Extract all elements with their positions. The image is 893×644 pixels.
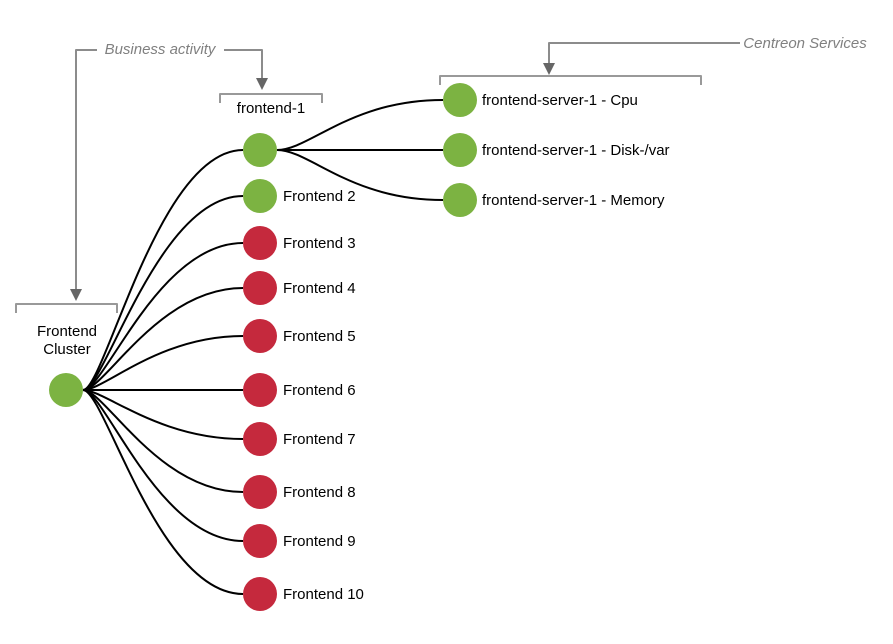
edge-root-frontend-8 bbox=[82, 389, 244, 493]
node-frontend-2[interactable]: Frontend 2 bbox=[243, 179, 356, 213]
status-dot[interactable] bbox=[443, 183, 477, 217]
root-label-line2: Cluster bbox=[43, 341, 91, 358]
node-label: Frontend 4 bbox=[283, 280, 356, 297]
node-label: Frontend 7 bbox=[283, 431, 356, 448]
edge-root-frontend-9 bbox=[82, 389, 244, 542]
status-dot[interactable] bbox=[443, 133, 477, 167]
arrow-down-icon bbox=[70, 289, 82, 301]
status-dot[interactable] bbox=[243, 319, 277, 353]
status-dot[interactable] bbox=[243, 179, 277, 213]
node-frontend-7[interactable]: Frontend 7 bbox=[243, 422, 356, 456]
centreon-services-label: Centreon Services bbox=[743, 35, 867, 52]
edge-root-frontend-10 bbox=[82, 389, 244, 595]
bracket-frontend-cluster bbox=[15, 303, 118, 313]
node-service-disk[interactable]: frontend-server-1 - Disk-/var bbox=[443, 133, 670, 167]
status-dot[interactable] bbox=[243, 475, 277, 509]
status-dot-root[interactable] bbox=[49, 373, 83, 407]
arrow-down-icon bbox=[256, 78, 268, 90]
bracket-frontend-1 bbox=[219, 93, 323, 103]
callout-line bbox=[548, 42, 740, 64]
node-label: frontend-server-1 - Memory bbox=[482, 192, 665, 209]
bracket-centreon-services bbox=[439, 75, 702, 85]
edge-root-frontend-4 bbox=[82, 287, 244, 391]
node-label: Frontend 6 bbox=[283, 382, 356, 399]
node-frontend-9[interactable]: Frontend 9 bbox=[243, 524, 356, 558]
brackets bbox=[15, 75, 702, 313]
edge-root-frontend-1 bbox=[82, 149, 244, 391]
callout-line-left bbox=[75, 49, 97, 290]
edge-root-frontend-7 bbox=[82, 389, 244, 440]
node-service-cpu[interactable]: frontend-server-1 - Cpu bbox=[443, 83, 638, 117]
node-label: Frontend 5 bbox=[283, 328, 356, 345]
node-frontend-6[interactable]: Frontend 6 bbox=[243, 373, 356, 407]
node-label: Frontend 2 bbox=[283, 188, 356, 205]
status-dot[interactable] bbox=[243, 226, 277, 260]
node-frontend-1[interactable]: frontend-1 bbox=[237, 100, 305, 167]
edge-root-frontend-5 bbox=[82, 335, 244, 391]
node-frontend-5[interactable]: Frontend 5 bbox=[243, 319, 356, 353]
status-dot[interactable] bbox=[243, 271, 277, 305]
edge-frontend1-cpu bbox=[276, 99, 444, 151]
node-label: Frontend 3 bbox=[283, 235, 356, 252]
callout-business-activity: Business activity bbox=[70, 41, 268, 301]
edge-root-frontend-2 bbox=[82, 195, 244, 391]
node-label: frontend-1 bbox=[237, 100, 305, 117]
edges-host-to-services bbox=[276, 99, 444, 201]
status-dot[interactable] bbox=[243, 422, 277, 456]
edges-root-to-hosts bbox=[82, 149, 244, 595]
status-dot[interactable] bbox=[243, 133, 277, 167]
business-activity-label: Business activity bbox=[105, 41, 217, 58]
node-frontend-cluster[interactable]: Frontend Cluster bbox=[37, 323, 97, 407]
node-label: frontend-server-1 - Cpu bbox=[482, 92, 638, 109]
node-frontend-10[interactable]: Frontend 10 bbox=[243, 577, 364, 611]
callout-line-right bbox=[224, 49, 263, 79]
status-dot[interactable] bbox=[443, 83, 477, 117]
status-dot[interactable] bbox=[243, 373, 277, 407]
root-label-line1: Frontend bbox=[37, 323, 97, 340]
status-dot[interactable] bbox=[243, 524, 277, 558]
node-frontend-8[interactable]: Frontend 8 bbox=[243, 475, 356, 509]
node-label: frontend-server-1 - Disk-/var bbox=[482, 142, 670, 159]
node-frontend-3[interactable]: Frontend 3 bbox=[243, 226, 356, 260]
node-label: Frontend 9 bbox=[283, 533, 356, 550]
edge-frontend1-memory bbox=[276, 149, 444, 201]
node-label: Frontend 8 bbox=[283, 484, 356, 501]
node-service-memory[interactable]: frontend-server-1 - Memory bbox=[443, 183, 665, 217]
callout-centreon-services: Centreon Services bbox=[543, 35, 867, 75]
status-dot[interactable] bbox=[243, 577, 277, 611]
edge-root-frontend-3 bbox=[82, 242, 244, 391]
node-frontend-4[interactable]: Frontend 4 bbox=[243, 271, 356, 305]
arrow-down-icon bbox=[543, 63, 555, 75]
node-label: Frontend 10 bbox=[283, 586, 364, 603]
